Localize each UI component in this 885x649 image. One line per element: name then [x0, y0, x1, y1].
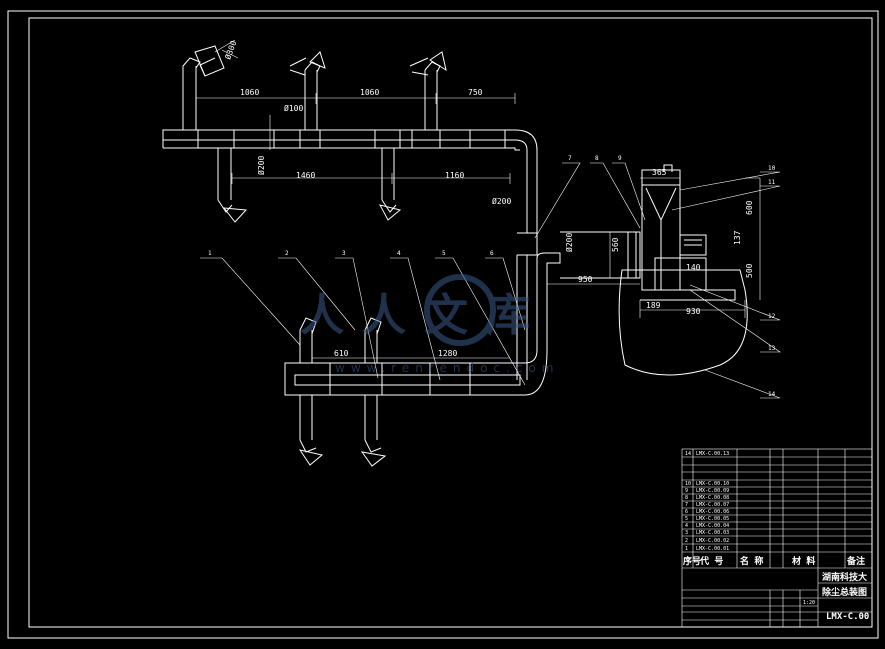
- watermark-text: 人人文库: [300, 290, 548, 341]
- dim-text: Ø300: [222, 39, 238, 61]
- tb-row-code: LMX-C.00.08: [696, 495, 729, 501]
- tb-row-no: 8: [685, 495, 688, 501]
- tb-row-no: 4: [685, 523, 688, 529]
- balloon-11: 11: [768, 179, 776, 186]
- tb-row-no: 3: [685, 530, 688, 536]
- dim-text: Ø200: [256, 156, 266, 175]
- watermark-logo: [424, 274, 496, 346]
- tb-header-note: 备注: [846, 555, 865, 567]
- balloon-7: 7: [568, 155, 572, 162]
- tb-row-no: 5: [685, 516, 688, 522]
- dim-text: 600: [745, 200, 754, 215]
- tb-row-code: LMX-C.00.03: [696, 530, 729, 536]
- tb-row-code: LMX-C.00.05: [696, 516, 729, 522]
- tb-row-code: LMX-C.00.04: [696, 523, 729, 529]
- tb-header-code: 代 号: [699, 555, 723, 567]
- tb-header-name: 名 称: [740, 555, 763, 567]
- dim-text: 950: [578, 275, 593, 284]
- dim-text: 750: [468, 88, 483, 97]
- dim-text: 500: [745, 263, 754, 278]
- tb-row-code: LMX-C.00.09: [696, 488, 729, 494]
- tb-row-no: 7: [685, 502, 688, 508]
- balloon-14: 14: [768, 391, 776, 398]
- outer-border: [7, 10, 879, 639]
- balloon-12: 12: [768, 313, 776, 320]
- duct-system: [162, 45, 748, 467]
- title-block-text: 14 LMX-C.00.13 10 LMX-C.00.10 9 LMX-C.00…: [683, 451, 869, 622]
- tb-row-code: LMX-C.00.06: [696, 509, 729, 515]
- inner-border: [28, 17, 873, 628]
- dim-text: 189: [646, 301, 661, 310]
- tb-row-no: 1: [685, 546, 688, 552]
- dim-text: 1060: [360, 88, 379, 97]
- dim-text: 1060: [240, 88, 259, 97]
- balloon-5: 5: [442, 250, 446, 257]
- tb-row-no: 9: [685, 488, 688, 494]
- dim-text: 1160: [445, 171, 464, 180]
- balloon-2: 2: [285, 250, 289, 257]
- balloon-13: 13: [768, 345, 776, 352]
- balloon-1: 1: [208, 250, 212, 257]
- dimension-lines: [195, 39, 761, 359]
- dim-text: 137: [733, 230, 742, 245]
- dim-text: Ø100: [284, 103, 303, 113]
- balloon-labels: 1 2 3 4 5 6 7 8 9 10 11 12 13 14: [208, 155, 776, 398]
- tb-drawing-no: LMX-C.00: [826, 612, 869, 622]
- balloon-4: 4: [397, 250, 401, 257]
- tb-row-no: 10: [685, 481, 691, 487]
- watermark-url: www.renrendoc.com: [335, 361, 559, 375]
- balloon-3: 3: [342, 250, 346, 257]
- dim-text: 930: [686, 307, 701, 316]
- dim-text: 365: [652, 168, 667, 177]
- tb-row-code: LMX-C.00.02: [696, 538, 729, 544]
- tb-row-no: 14: [685, 451, 691, 457]
- dim-text: 140: [686, 263, 701, 272]
- tb-school: 湖南科技大: [822, 571, 867, 583]
- tb-row-no: 6: [685, 509, 688, 515]
- tb-scale: 1:20: [803, 600, 815, 606]
- tb-row-code: LMX-C.00.10: [696, 481, 729, 487]
- balloon-8: 8: [595, 155, 599, 162]
- dim-text: Ø200: [564, 233, 574, 252]
- dim-text: 1460: [296, 171, 315, 180]
- tb-row-code: LMX-C.00.13: [696, 451, 729, 457]
- tb-header-no: 序号: [683, 555, 701, 567]
- tb-row-no: 2: [685, 538, 688, 544]
- dim-text: 560: [611, 237, 620, 252]
- dim-text: 1280: [438, 349, 457, 358]
- balloon-10: 10: [768, 165, 776, 172]
- dim-text: 610: [334, 349, 349, 358]
- dimension-texts: 1060 1060 750 Ø100 Ø200 1460 1160 Ø200 3…: [222, 39, 754, 358]
- tb-row-code: LMX-C.00.01: [696, 546, 729, 552]
- title-block: [681, 448, 873, 628]
- tb-header-mat: 材 料: [791, 555, 815, 567]
- leader-lines: [200, 162, 781, 399]
- tb-row-code: LMX-C.00.07: [696, 502, 729, 508]
- watermark: 人人文库 www.renrendoc.com: [300, 274, 559, 375]
- balloon-6: 6: [490, 250, 494, 257]
- tb-drawing-title: 除尘总装图: [822, 586, 867, 598]
- balloon-9: 9: [618, 155, 622, 162]
- dim-text: Ø200: [492, 196, 511, 206]
